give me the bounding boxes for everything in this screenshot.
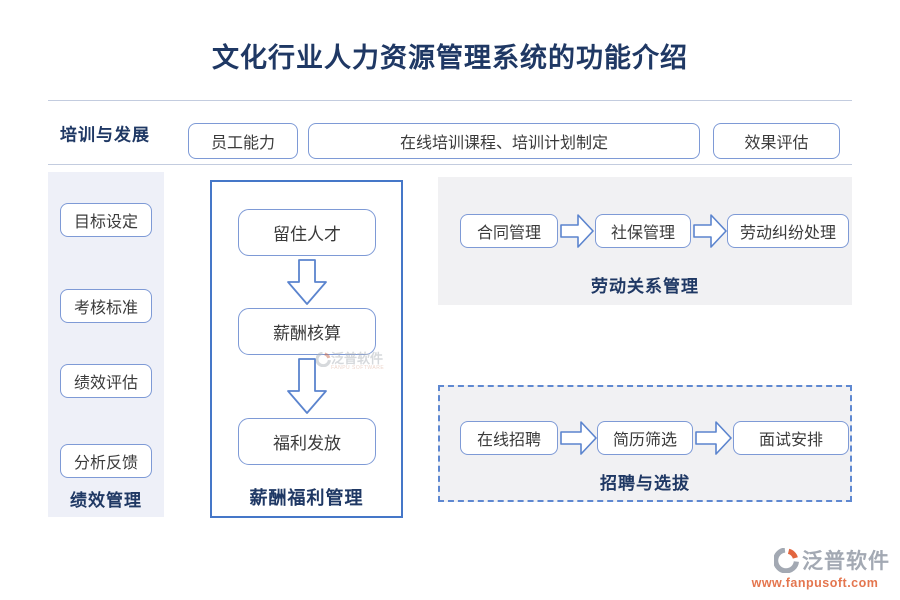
node-social-security-management: 社保管理	[595, 214, 691, 248]
labor-panel-label: 劳动关系管理	[591, 277, 699, 296]
watermark-brand-text: 泛普软件	[331, 351, 384, 366]
arrow-right-icon	[560, 421, 597, 455]
watermark-logo: 泛普软件 FANPU SOFTWARE	[316, 352, 384, 371]
footer-brand: 泛普软件 www.fanpusoft.com	[740, 545, 890, 590]
node-salary-accounting: 薪酬核算	[238, 308, 376, 355]
node-performance-evaluation: 绩效评估	[60, 364, 152, 398]
training-row-label: 培训与发展	[60, 125, 150, 144]
node-employee-ability: 员工能力	[188, 123, 298, 159]
arrow-down-icon	[287, 259, 327, 305]
fanpu-logo-icon	[774, 547, 799, 573]
node-assessment-standard: 考核标准	[60, 289, 152, 323]
recruitment-selection-panel: 在线招聘 简历筛选 面试安排 招聘与选拔	[438, 385, 852, 502]
performance-column-label: 绩效管理	[70, 491, 142, 510]
labor-relations-panel: 合同管理 社保管理 劳动纠纷处理 劳动关系管理	[438, 177, 852, 305]
training-development-row: 培训与发展 员工能力 在线培训课程、培训计划制定 效果评估	[48, 100, 852, 165]
node-resume-screening: 简历筛选	[597, 421, 693, 455]
footer-url: www.fanpusoft.com	[751, 576, 879, 590]
page-title: 文化行业人力资源管理系统的功能介绍	[212, 43, 688, 73]
arrow-right-icon	[560, 214, 594, 248]
performance-management-column: 目标设定 考核标准 绩效评估 分析反馈 绩效管理	[48, 172, 164, 517]
compensation-benefits-container: 留住人才 薪酬核算 福利发放 薪酬福利管理 泛普软件 FANPU SOFTWAR…	[210, 180, 403, 518]
arrow-right-icon	[693, 214, 727, 248]
node-contract-management: 合同管理	[460, 214, 558, 248]
compensation-column-label: 薪酬福利管理	[249, 488, 364, 508]
recruitment-panel-label: 招聘与选拔	[600, 474, 690, 493]
node-interview-arrangement: 面试安排	[733, 421, 849, 455]
node-goal-setting: 目标设定	[60, 203, 152, 237]
node-online-training-plan: 在线培训课程、培训计划制定	[308, 123, 700, 159]
node-benefit-distribution: 福利发放	[238, 418, 376, 465]
footer-brand-text: 泛普软件	[802, 550, 890, 573]
arrow-down-icon	[287, 358, 327, 414]
watermark-sub-text: FANPU SOFTWARE	[331, 365, 385, 371]
node-analysis-feedback: 分析反馈	[60, 444, 152, 478]
node-effect-evaluation: 效果评估	[713, 123, 840, 159]
node-online-recruitment: 在线招聘	[460, 421, 558, 455]
arrow-right-icon	[695, 421, 732, 455]
fanpu-logo-icon	[316, 352, 331, 367]
node-retain-talent: 留住人才	[238, 209, 376, 256]
node-labor-dispute-handling: 劳动纠纷处理	[727, 214, 849, 248]
